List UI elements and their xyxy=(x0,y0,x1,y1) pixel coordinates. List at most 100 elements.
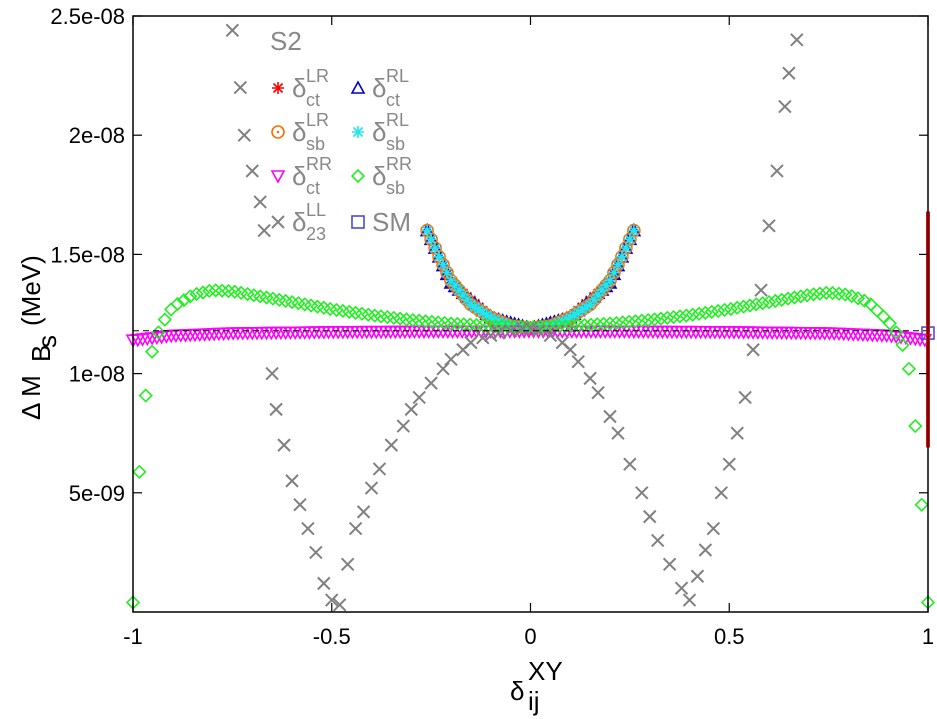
point-d23_LL xyxy=(706,521,721,536)
point-d23_LL xyxy=(790,33,804,47)
x-tick-label: 0.5 xyxy=(714,624,745,649)
point-sb_RL xyxy=(484,311,497,324)
point-d23_LL xyxy=(754,283,768,297)
point-sb_RR xyxy=(214,283,230,298)
point-sb_RR xyxy=(844,288,859,304)
x-tick-label: -0.5 xyxy=(313,624,351,649)
y-axis-label-unit: (MeV) xyxy=(16,255,46,326)
legend-label-sup: RL xyxy=(386,110,409,130)
point-sb_RR xyxy=(800,288,815,303)
point-d23_LL xyxy=(778,99,792,114)
point-d23_LL xyxy=(265,366,279,381)
point-d23_LL xyxy=(412,390,426,405)
point-d23_LL xyxy=(356,505,371,519)
point-sb_RL xyxy=(437,258,450,271)
point-d23_LL xyxy=(317,576,331,591)
point-sb_RL xyxy=(604,274,616,287)
point-sb_RL xyxy=(552,316,565,329)
point-sb_RL xyxy=(615,250,628,263)
point-sb_RR xyxy=(138,388,153,403)
legend-label-sub: ct xyxy=(306,178,320,198)
series-sb_RR xyxy=(125,283,936,610)
point-d23_LL xyxy=(332,598,347,612)
point-sb_RR xyxy=(850,291,866,306)
point-sb_RR xyxy=(634,313,649,328)
point-d23_LL xyxy=(237,128,252,142)
point-sb_RR xyxy=(526,319,541,335)
legend-marker-ct_RR xyxy=(270,170,286,184)
point-sb_RL xyxy=(441,266,454,279)
point-d23_LL xyxy=(484,328,498,343)
point-sb_RR xyxy=(672,309,688,324)
point-sb_RR xyxy=(144,344,160,359)
point-d23_LL xyxy=(340,557,355,572)
point-sb_RL xyxy=(607,266,620,279)
legend-item-SM: SM xyxy=(351,207,411,237)
point-sb_RR xyxy=(780,291,796,306)
plot-frame xyxy=(132,15,929,613)
legend-label-sup: RL xyxy=(386,66,409,86)
point-sb_RR xyxy=(755,296,770,311)
y-tick-label: 2.5e-08 xyxy=(50,4,125,29)
point-sb_RL xyxy=(433,250,446,263)
point-sb_RL xyxy=(496,316,509,329)
point-sb_RR xyxy=(170,296,185,312)
y-axis-label: Δ MBs(MeV) xyxy=(16,255,62,420)
point-d23_LL xyxy=(348,521,363,536)
legend-label-sup: RR xyxy=(306,154,332,174)
point-sb_RR xyxy=(443,316,459,331)
point-sb_RR xyxy=(914,497,929,512)
point-sb_RR xyxy=(806,287,821,302)
y-axis-label-sub: B xyxy=(26,345,56,362)
point-sb_RR xyxy=(164,302,179,317)
point-d23_LL xyxy=(293,498,307,512)
legend-label-sup: RR xyxy=(386,154,412,174)
point-d23_LL xyxy=(690,569,705,583)
point-sb_RR xyxy=(183,289,198,304)
point-sb_RR xyxy=(462,317,478,332)
legend-marker-d23_LL xyxy=(271,215,285,229)
legend-label-sup: LR xyxy=(306,110,329,130)
point-d23_LL xyxy=(583,371,597,386)
legend-label-sub: sb xyxy=(306,134,325,154)
legend-label: δ xyxy=(292,73,306,103)
point-sb_RL xyxy=(556,314,569,327)
plot-area xyxy=(125,23,936,612)
point-sb_RR xyxy=(901,361,917,376)
point-sb_RR xyxy=(723,301,738,317)
y-axis-label-main: Δ M xyxy=(16,375,46,420)
point-d23_LL xyxy=(503,323,518,338)
point-d23_LL xyxy=(277,438,291,452)
y-tick-label: 2e-08 xyxy=(69,123,125,148)
point-sb_RR xyxy=(685,307,700,322)
point-sb_RR xyxy=(710,303,726,319)
point-d23_LL xyxy=(245,164,259,178)
point-sb_RR xyxy=(869,303,885,318)
legend-label: δ xyxy=(292,117,306,147)
point-d23_LL xyxy=(698,543,713,557)
legend-label-sub: ct xyxy=(386,90,400,110)
legend-label: δ xyxy=(292,207,306,237)
point-d23_LL xyxy=(662,557,677,572)
point-d23_LL xyxy=(746,343,760,357)
point-sb_RL xyxy=(619,242,632,255)
point-sb_RR xyxy=(768,293,783,309)
point-sb_RR xyxy=(691,306,707,321)
point-sb_RL xyxy=(572,306,585,319)
point-sb_RL xyxy=(468,301,481,314)
legend-marker-ct_LR xyxy=(272,82,284,94)
x-axis-label-sup: XY xyxy=(528,656,563,686)
y-tick-label: 1e-08 xyxy=(69,362,125,387)
point-d23_LL xyxy=(782,66,796,80)
legend-marker-sb_RL xyxy=(352,126,364,138)
point-d23_LL xyxy=(309,545,323,560)
point-d23_LL xyxy=(233,80,248,95)
legend-label-sub: ct xyxy=(306,90,320,110)
